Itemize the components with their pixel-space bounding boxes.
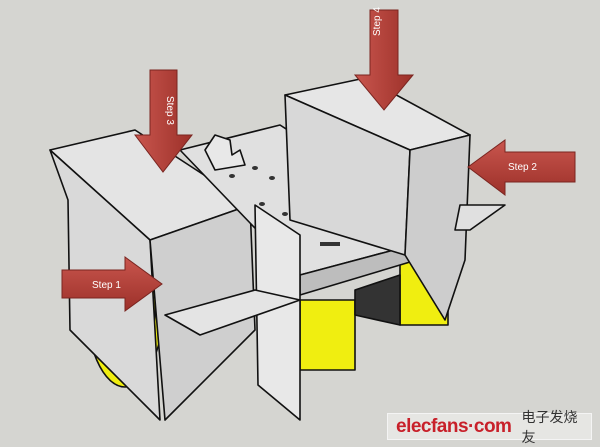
deck-tab <box>204 134 246 171</box>
step-4-arrow: Step 4 <box>353 7 415 111</box>
step-2-label: Step 2 <box>508 162 537 173</box>
step-1-label: Step 1 <box>92 280 121 291</box>
step-3-arrow: Step 3 <box>133 69 194 173</box>
elecfans-watermark: elecfans·com 电子发烧友 <box>387 410 592 446</box>
center-plate <box>254 204 301 421</box>
step-2-arrow: Step 2 <box>467 139 576 197</box>
right-block-front <box>404 134 471 321</box>
yellow-motor-front <box>299 299 356 371</box>
step-3-label: Step 3 <box>164 96 175 125</box>
right-shelf <box>454 204 506 231</box>
front-shelf <box>164 289 301 336</box>
motor-shaft <box>354 274 401 326</box>
step-1-arrow: Step 1 <box>61 256 163 312</box>
watermark-brand: elecfans·com <box>396 415 512 437</box>
watermark-chinese: 电子发烧友 <box>521 409 578 446</box>
step-4-label: Step 4 <box>372 7 383 36</box>
